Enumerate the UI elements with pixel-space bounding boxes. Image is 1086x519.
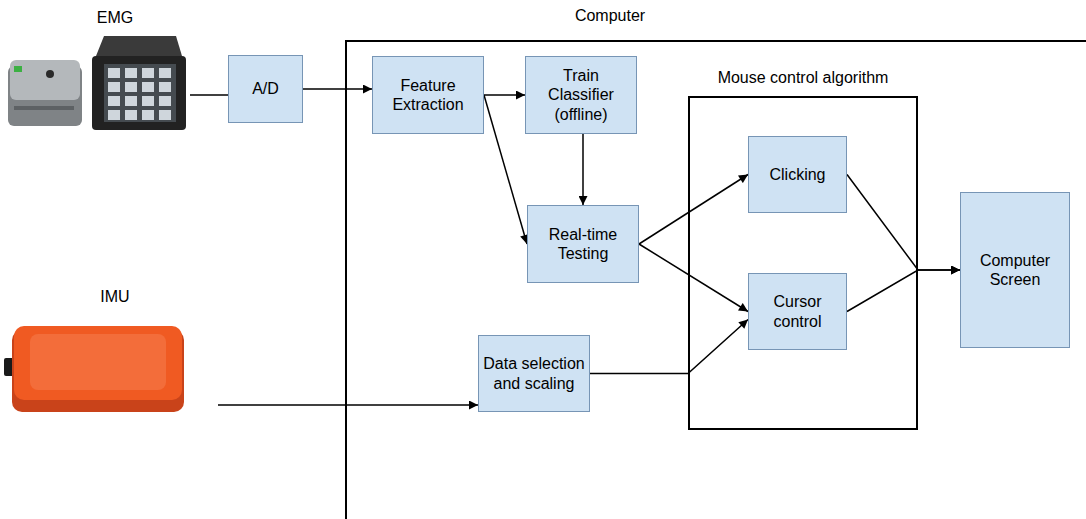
sensor: [159, 110, 171, 120]
sensor: [108, 110, 120, 120]
group-heading: Mouse control algorithm: [718, 68, 889, 87]
device-label: IMU: [100, 287, 129, 306]
process-box: Cursor control: [748, 273, 847, 350]
arrow-connector: [847, 175, 960, 271]
arrow-connector: [582, 134, 584, 205]
imu-face: [30, 334, 166, 390]
group-heading: Computer: [575, 6, 645, 25]
box-label: A/D: [252, 79, 279, 98]
process-box: Feature Extraction: [372, 56, 484, 134]
process-box: Computer Screen: [960, 192, 1070, 348]
sensor: [142, 68, 154, 78]
sensor: [108, 96, 120, 106]
sensor: [159, 68, 171, 78]
device-label: EMG: [97, 8, 133, 27]
sensor: [125, 82, 137, 92]
box-label: Clicking: [769, 165, 825, 184]
box-label: Real-time Testing: [532, 225, 634, 263]
arrow-connector: [590, 320, 748, 374]
case-body: [92, 56, 186, 130]
case-lid: [96, 36, 182, 56]
emg-base-top: [10, 60, 80, 100]
arrow-connector: [484, 94, 525, 96]
process-box: Data selection and scaling: [478, 335, 590, 412]
box-label: Feature Extraction: [377, 76, 479, 114]
sensor: [159, 82, 171, 92]
process-box: Train Classifier (offline): [525, 56, 637, 134]
process-box: Clicking: [748, 136, 847, 213]
group-box: ComputerFeature ExtractionTrain Classifi…: [345, 40, 1086, 519]
arrow-connector: [639, 175, 748, 245]
process-box: A/D: [228, 55, 303, 123]
arrow-connector: [639, 244, 748, 312]
group-box: Mouse control algorithmClickingCursor co…: [688, 96, 918, 430]
emg-wire: [190, 94, 228, 96]
sensor: [125, 68, 137, 78]
imu-wire: [218, 404, 478, 406]
emg-device: [8, 60, 82, 126]
emg-slot: [14, 106, 74, 110]
sensor: [125, 110, 137, 120]
sensor: [159, 96, 171, 106]
process-box: Real-time Testing: [527, 205, 639, 283]
emg-sensor-case: [92, 36, 186, 130]
sensor: [142, 110, 154, 120]
arrow-connector: [847, 270, 960, 312]
sensor: [142, 82, 154, 92]
sensor: [142, 96, 154, 106]
box-label: Computer Screen: [965, 251, 1065, 289]
box-label: Cursor control: [753, 292, 842, 330]
arrow-connector: [303, 88, 372, 90]
emg-button: [46, 70, 54, 78]
arrow-connector: [484, 95, 527, 244]
imu-body: [14, 326, 182, 400]
sensor: [108, 82, 120, 92]
sensor: [108, 68, 120, 78]
box-label: Data selection and scaling: [483, 354, 585, 392]
case-tray: [104, 64, 176, 122]
imu-device: [4, 326, 184, 412]
box-label: Train Classifier (offline): [530, 66, 632, 124]
sensor: [125, 96, 137, 106]
emg-status-light: [14, 66, 22, 72]
